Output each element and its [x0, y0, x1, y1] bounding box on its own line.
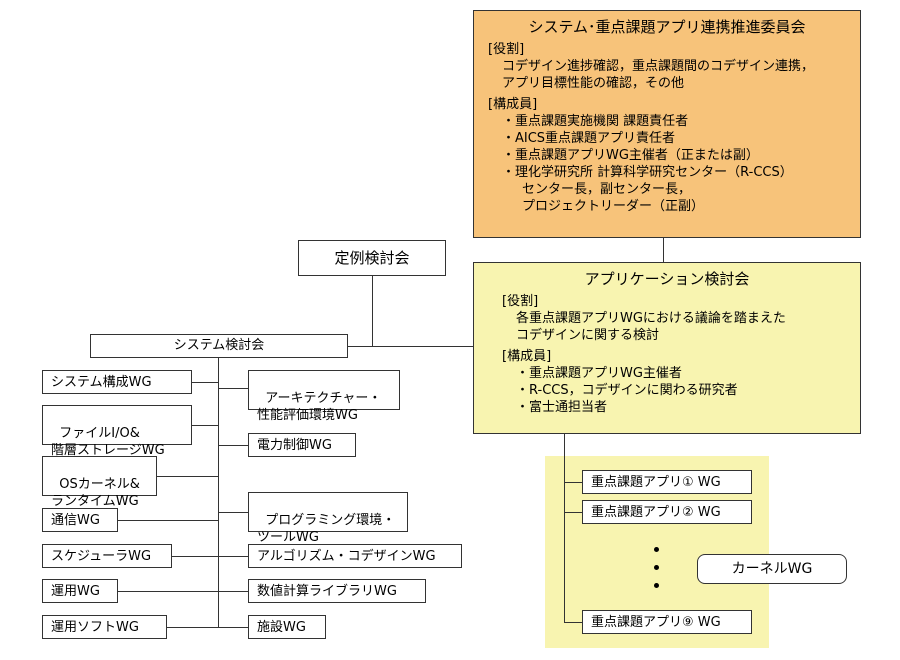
promotion-committee-box: システム･重点課題アプリ連携推進委員会 [役割] コデザイン進捗確認，重点課題間…: [473, 10, 861, 238]
kernel-wg-label: カーネルWG: [731, 561, 813, 577]
wg-scheduler: スケジューラWG: [42, 544, 172, 568]
connector: [118, 520, 218, 521]
wg-label: プログラミング環境・ ツールWG: [257, 513, 396, 545]
application-meeting-box: アプリケーション検討会 [役割] 各重点課題アプリWGにおける議論を踏まえた コ…: [473, 262, 861, 434]
app-wg-spine: [564, 434, 565, 622]
connector: [564, 622, 582, 623]
connector: [172, 556, 218, 557]
wg-label: 施設WG: [257, 620, 306, 635]
wg-label: 数値計算ライブラリWG: [257, 584, 397, 599]
wg-label: システム構成WG: [51, 375, 152, 390]
app-wg-2: 重点課題アプリ② WG: [582, 500, 752, 524]
wg-communication: 通信WG: [42, 508, 118, 532]
app-role-label: [役割]: [502, 294, 539, 309]
connector: [218, 591, 248, 592]
app-member-line: ・R-CCS，コデザインに関わる研究者: [516, 383, 738, 398]
committee-member-line: ・AICS重点課題アプリ責任者: [502, 131, 676, 146]
app-wg-1: 重点課題アプリ① WG: [582, 470, 752, 494]
connector-committee-app: [663, 238, 664, 262]
application-meeting-title: アプリケーション検討会: [584, 270, 750, 288]
app-member-line: ・重点課題アプリWG主催者: [516, 366, 682, 381]
connector: [192, 382, 218, 383]
regular-meeting-box: 定例検討会: [298, 240, 446, 276]
wg-programming-env: プログラミング環境・ ツールWG: [248, 492, 408, 545]
connector: [218, 512, 248, 513]
wg-label: 運用ソフトWG: [51, 620, 139, 635]
wg-label: 重点課題アプリ① WG: [591, 475, 721, 490]
wg-label: 運用WG: [51, 584, 100, 599]
wg-system-config: システム構成WG: [42, 370, 192, 394]
committee-member-line: センター長，副センター長，: [522, 182, 692, 197]
connector: [218, 627, 248, 628]
wg-label: OSカーネル& ランタイムWG: [51, 477, 140, 509]
connector: [157, 476, 218, 477]
connector: [118, 591, 218, 592]
wg-numerical-library: 数値計算ライブラリWG: [248, 579, 426, 603]
ellipsis-dot: [654, 547, 659, 552]
committee-role-line: アプリ目標性能の確認，その他: [502, 76, 685, 91]
wg-label: 電力制御WG: [257, 438, 332, 453]
app-members-label: [構成員]: [502, 349, 552, 364]
wg-algorithm-codesign: アルゴリズム・コデザインWG: [248, 544, 462, 568]
wg-label: アルゴリズム・コデザインWG: [257, 549, 436, 564]
connector: [218, 445, 248, 446]
connector: [167, 627, 218, 628]
wg-operation-software: 運用ソフトWG: [42, 615, 167, 639]
system-meeting-label: システム検討会: [173, 338, 265, 353]
wg-label: スケジューラWG: [51, 549, 152, 564]
kernel-wg-box: カーネルWG: [697, 554, 847, 584]
wg-label: ファイルI/O& 階層ストレージWG: [51, 426, 165, 458]
app-role-line: 各重点課題アプリWGにおける議論を踏まえた: [516, 311, 786, 326]
wg-os-kernel: OSカーネル& ランタイムWG: [42, 456, 157, 509]
wg-label: アーキテクチャー・ 性能評価環境WG: [257, 391, 382, 423]
wg-operation: 運用WG: [42, 579, 118, 603]
committee-member-line: ・重点課題アプリWG主催者（正または副）: [502, 148, 759, 163]
committee-role-line: コデザイン進捗確認，重点課題間のコデザイン連携，: [502, 59, 815, 74]
committee-member-line: ・理化学研究所 計算科学研究センター（R-CCS）: [502, 165, 793, 180]
connector-system-app: [348, 346, 474, 347]
connector: [564, 512, 582, 513]
wg-architecture: アーキテクチャー・ 性能評価環境WG: [248, 370, 400, 423]
connector: [564, 482, 582, 483]
regular-meeting-label: 定例検討会: [334, 249, 410, 267]
promotion-committee-title: システム･重点課題アプリ連携推進委員会: [528, 18, 806, 36]
connector: [192, 425, 218, 426]
connector: [218, 388, 248, 389]
ellipsis-dot: [654, 583, 659, 588]
wg-label: 重点課題アプリ② WG: [591, 505, 721, 520]
connector-regular-system: [372, 276, 373, 346]
wg-label: 通信WG: [51, 513, 100, 528]
wg-power-control: 電力制御WG: [248, 433, 356, 457]
ellipsis-dot: [654, 565, 659, 570]
wg-file-io: ファイルI/O& 階層ストレージWG: [42, 405, 192, 458]
app-wg-9: 重点課題アプリ⑨ WG: [582, 610, 752, 634]
committee-role-label: [役割]: [488, 42, 525, 57]
wg-label: 重点課題アプリ⑨ WG: [591, 615, 721, 630]
committee-members-label: [構成員]: [488, 97, 538, 112]
app-role-line: コデザインに関する検討: [516, 328, 660, 343]
committee-member-line: ・重点課題実施機関 課題責任者: [502, 114, 689, 129]
committee-member-line: プロジェクトリーダー（正副）: [522, 199, 705, 214]
wg-facility: 施設WG: [248, 615, 326, 639]
app-member-line: ・富士通担当者: [516, 400, 608, 415]
system-meeting-box: システム検討会: [90, 334, 348, 358]
wg-spine: [218, 358, 219, 628]
connector: [218, 556, 248, 557]
